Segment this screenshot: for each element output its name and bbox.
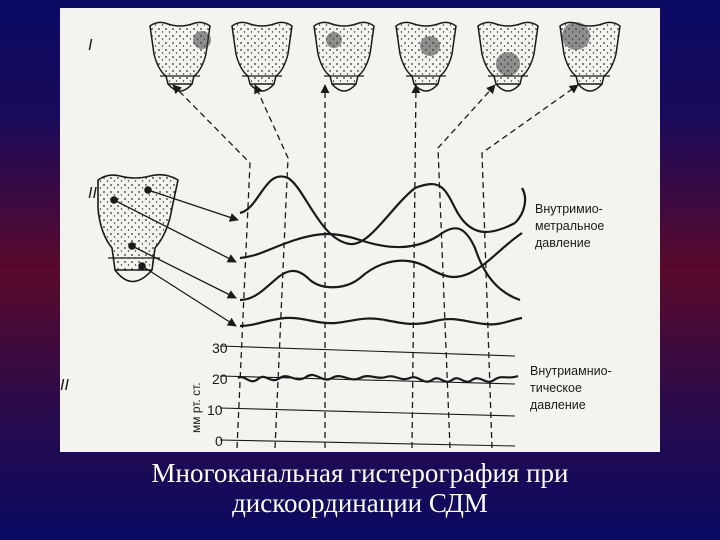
dashed-arrow-1 [172,84,251,449]
section-label-3: II [60,377,69,394]
sensor-arrow-4 [141,265,237,327]
tick-0: 0 [215,433,223,449]
svg-text:Внутримио-: Внутримио- [535,202,603,216]
dashed-arrow-4 [411,84,421,449]
pressure-unit-label: мм рт. ст. [189,382,203,433]
tick-10: 10 [207,402,223,418]
gridline-30 [219,345,516,357]
caption-line-2: дискоординации СДМ [232,488,488,518]
trace-4 [239,316,523,328]
uterus-state-2 [231,21,293,92]
intraamniotic-label: Внутриамнио- тическое давление [530,364,612,412]
uterus-state-5 [477,21,539,92]
dashed-arrow-6 [481,84,579,449]
slide-caption: Многоканальная гистерография при дискоор… [0,458,720,518]
gridline-10 [219,407,516,417]
section-label-1: I [88,37,93,54]
uterus-states-row [149,21,621,92]
dashed-arrow-5 [437,84,496,449]
intramyometrial-traces [239,175,527,328]
svg-text:давление: давление [535,236,591,250]
trace-1-end [514,187,527,224]
tick-30: 30 [212,340,228,356]
trace-3 [239,232,523,302]
intramyometrial-label: Внутримио- метральное давление [535,202,604,250]
sensor-arrow-3 [131,245,237,299]
uterus-state-1 [149,21,211,92]
intraamniotic-trace [237,373,519,383]
uterus-state-6 [559,21,621,92]
sensor-arrow-2 [113,199,237,263]
sensor-arrows [113,189,239,327]
gridline-0 [219,439,516,447]
dashed-arrows [172,84,579,449]
sensor-arrow-1 [147,189,239,222]
svg-text:метральное: метральное [535,219,604,233]
trace-2 [239,227,521,302]
tick-20: 20 [212,371,228,387]
uterus-state-3 [313,21,375,92]
svg-text:давление: давление [530,398,586,412]
hysterography-figure: I II II [60,8,660,452]
svg-text:Внутриамнио-: Внутриамнио- [530,364,612,378]
dashed-arrow-2 [254,84,289,449]
hysterography-diagram: I II II [60,21,621,449]
svg-text:тическое: тическое [530,381,582,395]
caption-line-1: Многоканальная гистерография при [151,458,569,488]
section-label-2: II [88,185,97,202]
uterus-state-4 [395,21,457,92]
trace-1 [239,175,516,246]
uterus-sensor-sketch [97,173,179,283]
